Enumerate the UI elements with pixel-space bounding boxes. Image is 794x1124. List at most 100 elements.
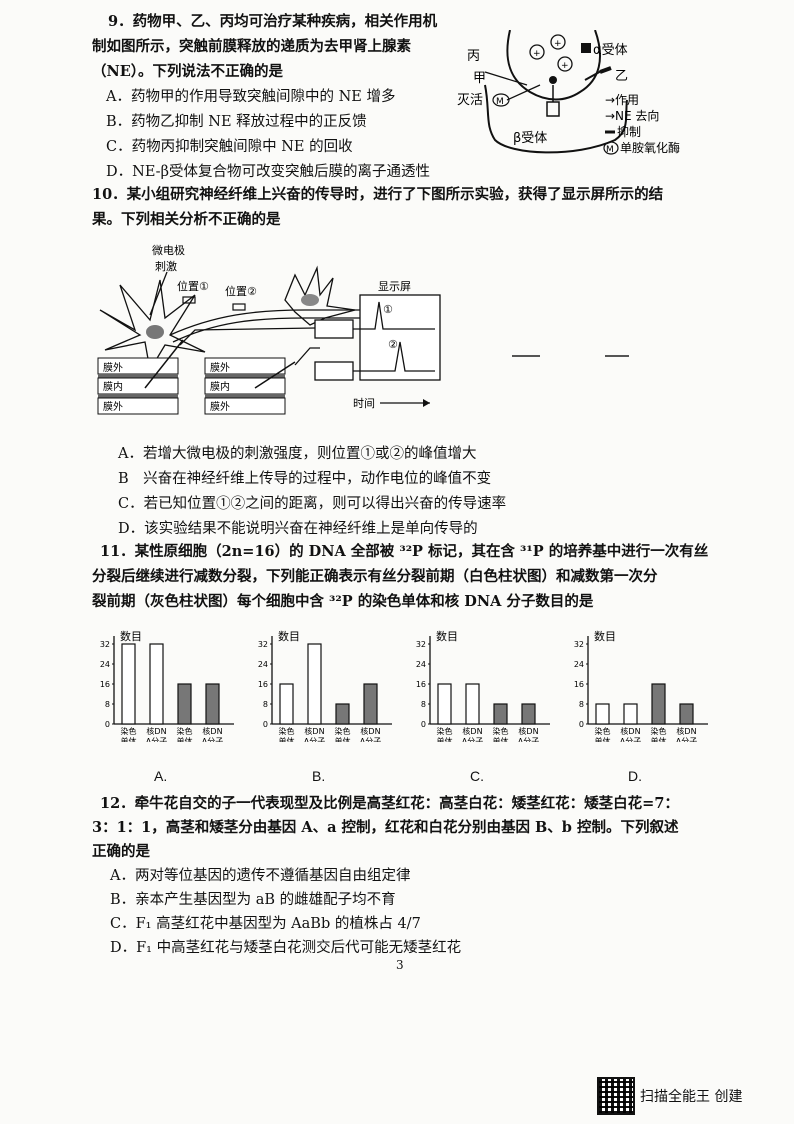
white-bar-0 — [437, 683, 452, 725]
category-label: A分子 — [620, 737, 641, 742]
q12-stem-line2: 3：1：1，高茎和矮茎分由基因 A、a 控制，红花和白花分别由基因 B、b 控制… — [92, 819, 679, 836]
q12-option-a: A．两对等位基因的遗传不遵循基因自由组定律 — [110, 868, 411, 884]
category-label: 核DN — [202, 726, 222, 736]
y-axis-label: 数目 — [594, 630, 616, 643]
membrane-in-2: 膜内 — [210, 380, 230, 393]
category-label: 染色 — [493, 726, 509, 736]
category-label: 核DN — [304, 726, 324, 736]
y-tick-label: 24 — [574, 660, 584, 669]
gray-bar-3 — [521, 703, 536, 725]
gray-bar-3 — [363, 683, 378, 725]
svg-text:+: + — [554, 39, 562, 49]
y-tick-label: 0 — [263, 720, 268, 729]
q9-stem-line2: 制如图所示，突触前膜释放的递质为去甲肾上腺素 — [92, 38, 411, 55]
qr-code-icon — [597, 1077, 635, 1115]
q10-stem-line1: 10．某小组研究神经纤维上兴奋的传导时，进行了下图所示实验，获得了显示屏所示的结 — [92, 186, 664, 203]
svg-text:+: + — [561, 61, 569, 71]
category-label: 染色 — [177, 726, 193, 736]
category-label: A分子 — [304, 737, 325, 742]
category-label: A分子 — [518, 737, 539, 742]
synapse-diagram: + + + M 丙 甲 灭活 α受体 乙 β受体 →作用 →NE 去向 抑制 M… — [457, 30, 680, 155]
white-bar-0 — [279, 683, 294, 725]
q9-option-d: D．NE-β受体复合物可改变突触后膜的离子通透性 — [106, 164, 430, 180]
legend-inhibit: 抑制 — [617, 124, 641, 139]
gray-bar-2 — [651, 683, 666, 725]
category-label: 单体 — [335, 736, 351, 742]
gray-bar-2 — [177, 683, 192, 725]
screen-label: 显示屏 — [378, 280, 411, 293]
category-label: A分子 — [360, 737, 381, 742]
label-jia: 甲 — [473, 71, 486, 86]
category-label: 核DN — [518, 726, 538, 736]
electrode-label: 微电极 — [152, 243, 185, 257]
category-label: A分子 — [462, 737, 483, 742]
label-miehuo: 灭活 — [457, 93, 483, 108]
q9-stem-line3: （NE）。下列说法不正确的是 — [92, 63, 284, 80]
category-label: 核DN — [620, 726, 640, 736]
y-tick-label: 32 — [100, 640, 110, 649]
y-tick-label: 16 — [574, 680, 584, 689]
y-tick-label: 24 — [100, 660, 110, 669]
category-label: 染色 — [279, 726, 295, 736]
footer-watermark: 扫描全能王 创建 — [640, 1089, 743, 1105]
category-label: 染色 — [437, 726, 453, 736]
chart-option-letter: C. — [470, 768, 484, 784]
y-tick-label: 16 — [258, 680, 268, 689]
category-label: A分子 — [202, 737, 223, 742]
q10-option-b: B 兴奋在神经纤维上传导的过程中，动作电位的峰值不变 — [118, 471, 492, 487]
membrane-out-1: 膜外 — [103, 362, 123, 374]
peak2-label: ② — [388, 338, 398, 351]
svg-text:M: M — [606, 145, 614, 155]
gray-bar-2 — [493, 703, 508, 725]
y-tick-label: 8 — [105, 700, 110, 709]
peak1-label: ① — [383, 303, 393, 316]
category-label: 核DN — [360, 726, 380, 736]
chart-option-letter: B. — [312, 768, 326, 784]
svg-text:+: + — [533, 49, 541, 59]
q9-stem-line1: 9．药物甲、乙、丙均可治疗某种疾病，相关作用机 — [108, 13, 438, 30]
q9-option-b: B．药物乙抑制 NE 释放过程中的正反馈 — [106, 114, 367, 130]
white-bar-0 — [595, 703, 610, 725]
q11-stem-line1: 11．某性原细胞（2n=16）的 DNA 全部被 ³²P 标记，其在含 ³¹P … — [100, 543, 709, 560]
membrane-in-1: 膜内 — [103, 380, 123, 393]
q12-option-c: C．F₁ 高茎红花中基因型为 AaBb 的植株占 4/7 — [110, 916, 421, 932]
q10-stem-line2: 果。下列相关分析不正确的是 — [92, 211, 281, 228]
gray-bar-3 — [679, 703, 694, 725]
y-axis-label: 数目 — [436, 630, 458, 643]
legend-act: →作用 — [605, 93, 639, 107]
category-label: A分子 — [676, 737, 697, 742]
y-tick-label: 16 — [416, 680, 426, 689]
label-yi: 乙 — [615, 69, 628, 84]
scan-artifact-dash-1 — [512, 355, 540, 357]
category-label: 单体 — [437, 736, 453, 742]
label-alpha-receptor: α受体 — [593, 43, 628, 58]
y-tick-label: 8 — [579, 700, 584, 709]
y-tick-label: 32 — [574, 640, 584, 649]
q10-option-a: A．若增大微电极的刺激强度，则位置①或②的峰值增大 — [118, 446, 477, 462]
pos2-label: 位置② — [225, 284, 257, 298]
q12-stem-line1: 12．牵牛花自交的子一代表现型及比例是高茎红花：高茎白花：矮茎红花：矮茎白花=7… — [100, 795, 679, 812]
scan-artifact-dash-2 — [605, 355, 629, 357]
white-bar-1 — [307, 643, 322, 725]
white-bar-0 — [121, 643, 136, 725]
y-tick-label: 32 — [416, 640, 426, 649]
q10-option-c: C．若已知位置①②之间的距离，则可以得出兴奋的传导速率 — [118, 496, 507, 512]
pos1-label: 位置① — [177, 279, 209, 293]
y-tick-label: 0 — [579, 720, 584, 729]
label-beta-receptor: β受体 — [513, 131, 547, 146]
stimulus-label: 刺激 — [155, 259, 177, 273]
y-tick-label: 32 — [258, 640, 268, 649]
category-label: 染色 — [651, 726, 667, 736]
q9-option-a: A．药物甲的作用导致突触间隙中的 NE 增多 — [106, 89, 396, 105]
y-tick-label: 0 — [421, 720, 426, 729]
white-bar-1 — [149, 643, 164, 725]
category-label: 单体 — [177, 736, 193, 742]
white-bar-1 — [623, 703, 638, 725]
category-label: 单体 — [651, 736, 667, 742]
page-number: 3 — [396, 958, 404, 972]
membrane-out-2: 膜外 — [103, 401, 123, 413]
y-axis-label: 数目 — [278, 630, 300, 643]
